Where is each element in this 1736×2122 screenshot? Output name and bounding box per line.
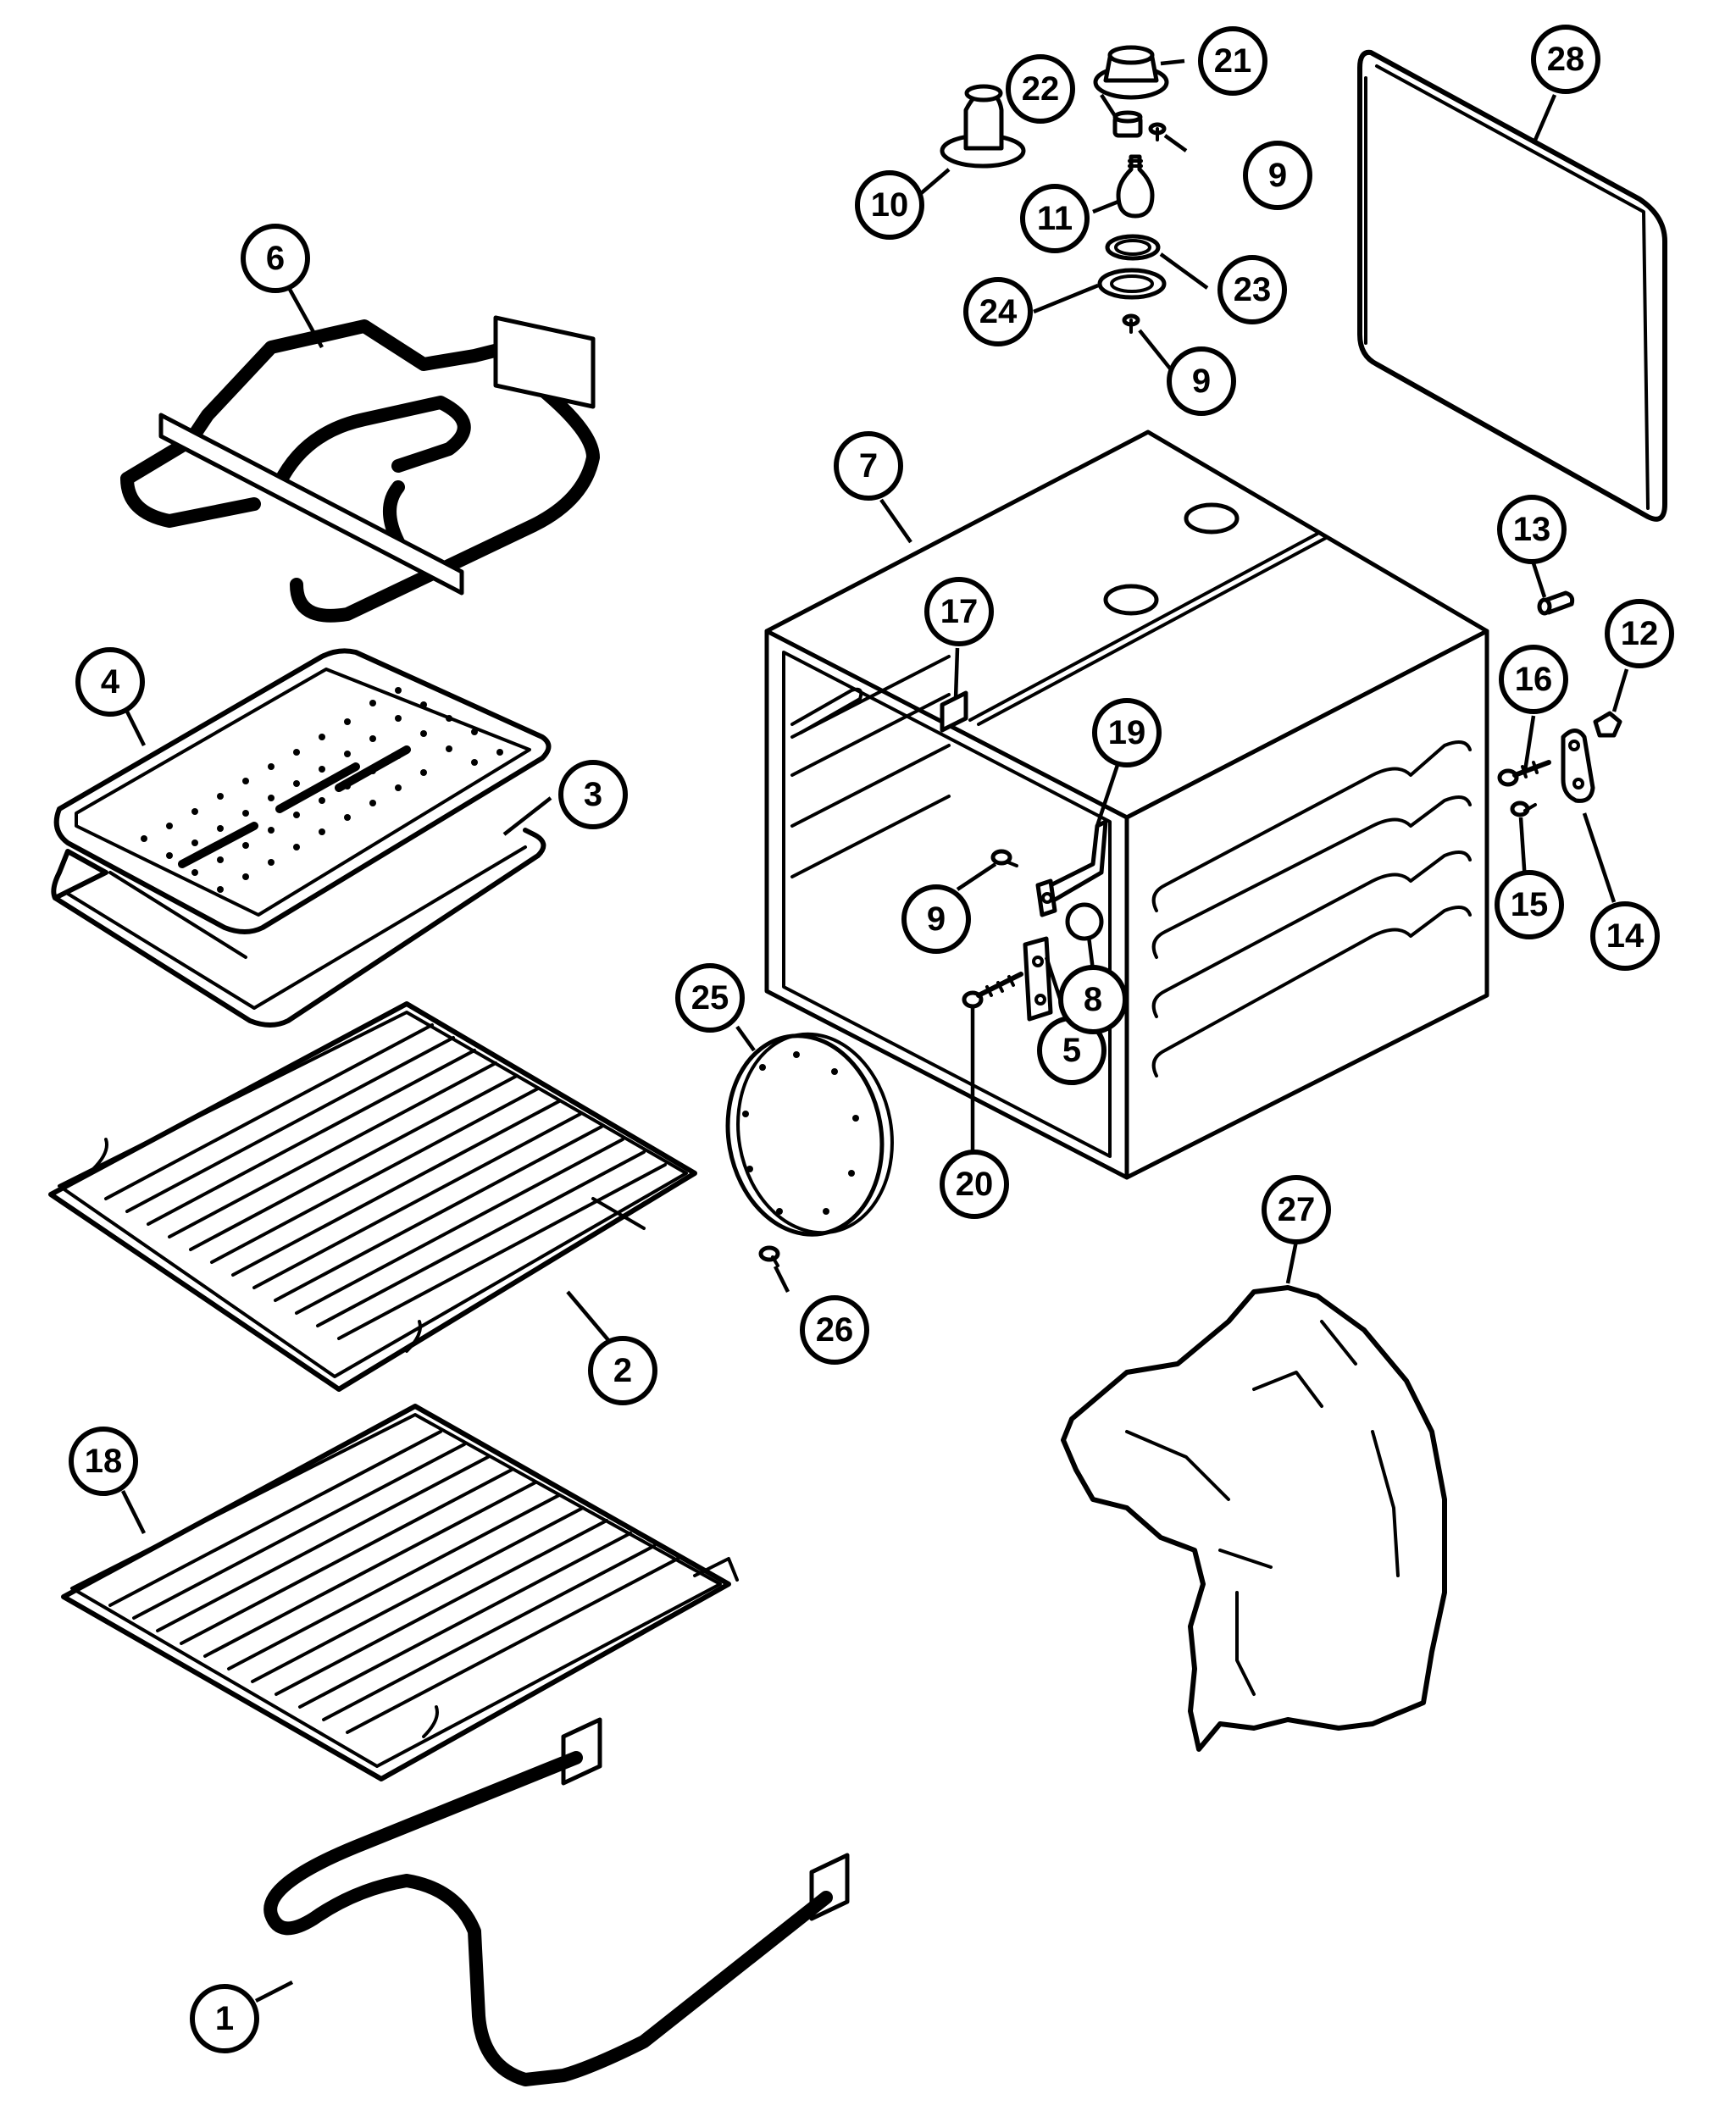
gasket-24-part: [1097, 268, 1167, 300]
callout-12: 12: [1605, 599, 1674, 668]
bracket-14-part: [1561, 729, 1595, 803]
vent-cover-part: [725, 1032, 894, 1237]
svg-text:28: 28: [1547, 41, 1585, 78]
svg-text:9: 9: [1192, 363, 1211, 400]
bracket-5-part: [1023, 936, 1053, 1022]
lamp-socket-part: [940, 84, 1026, 169]
oven-rack-2-part: [48, 1001, 697, 1392]
svg-text:9: 9: [1268, 157, 1287, 194]
callout-20: 20: [940, 1150, 1009, 1219]
svg-text:26: 26: [816, 1311, 854, 1349]
svg-text:8: 8: [1084, 981, 1102, 1018]
svg-text:7: 7: [859, 447, 878, 485]
svg-text:14: 14: [1606, 917, 1644, 955]
callout-1: 1: [190, 1984, 259, 2053]
svg-text:1: 1: [215, 2000, 234, 2037]
callout-28: 28: [1531, 25, 1600, 94]
svg-text:27: 27: [1278, 1191, 1316, 1228]
screw-9-top-part: [1148, 122, 1167, 141]
svg-text:2: 2: [613, 1352, 632, 1389]
svg-text:15: 15: [1511, 886, 1549, 923]
callout-19: 19: [1092, 698, 1162, 767]
screw-26-part: [758, 1245, 780, 1267]
svg-text:19: 19: [1108, 714, 1146, 751]
svg-text:23: 23: [1234, 271, 1272, 308]
light-bulb-part: [1116, 154, 1155, 219]
callout-8: 8: [1058, 965, 1128, 1034]
rack-18-bars: [108, 1430, 679, 1734]
gasket-23-part: [1105, 234, 1161, 261]
screw-20-part: [962, 972, 1023, 1009]
fastener-12-part: [1593, 711, 1622, 738]
svg-text:13: 13: [1513, 511, 1551, 548]
svg-text:5: 5: [1062, 1032, 1081, 1069]
callout-15: 15: [1495, 870, 1564, 939]
callout-25: 25: [675, 963, 745, 1033]
plug-8-part: [1065, 902, 1104, 941]
lens-retainer-part: [1112, 110, 1143, 138]
oven-rack-18-part: [61, 1404, 739, 1781]
callout-4: 4: [75, 647, 145, 717]
callout-23: 23: [1217, 255, 1287, 324]
svg-text:4: 4: [101, 663, 120, 701]
callout-17: 17: [924, 577, 994, 646]
clip-17-part: [940, 690, 968, 733]
bake-element-part: [263, 1717, 850, 2086]
bracket-19-part: [1035, 819, 1108, 917]
leader-lines: [120, 58, 1629, 2003]
rack-2-bars: [104, 1023, 667, 1340]
callout-26: 26: [800, 1295, 869, 1365]
svg-text:21: 21: [1214, 42, 1252, 80]
broiler-grid-part: [53, 648, 552, 934]
callout-7: 7: [834, 431, 903, 501]
insulation-blanket-27-part: [1061, 1285, 1447, 1752]
broil-element-part: [120, 315, 600, 623]
callout-10: 10: [855, 170, 924, 240]
callout-24: 24: [963, 277, 1033, 346]
oven-cavity-part: [764, 429, 1489, 1180]
callout-18: 18: [69, 1427, 138, 1496]
callout-13: 13: [1497, 495, 1567, 564]
svg-text:9: 9: [927, 900, 946, 938]
callout-27: 27: [1262, 1175, 1331, 1244]
callout-22: 22: [1006, 54, 1075, 124]
svg-text:12: 12: [1621, 615, 1659, 652]
svg-text:3: 3: [584, 776, 602, 813]
screw-9-lower-part: [1122, 313, 1140, 334]
callout-6: 6: [241, 224, 310, 293]
svg-text:16: 16: [1515, 661, 1553, 698]
svg-text:17: 17: [940, 593, 979, 630]
grid-perforations: [141, 687, 503, 893]
spacer-13-part: [1537, 590, 1575, 616]
callout-9-top: 9: [1243, 141, 1312, 210]
svg-text:11: 11: [1037, 200, 1073, 237]
insulation-pad-28-part: [1357, 49, 1667, 522]
callout-3: 3: [558, 760, 628, 829]
callout-21: 21: [1198, 26, 1267, 96]
svg-text:24: 24: [979, 293, 1018, 330]
svg-text:20: 20: [956, 1166, 994, 1203]
callout-9-middle: 9: [901, 884, 971, 954]
screw-15-part: [1510, 801, 1537, 817]
svg-text:6: 6: [266, 240, 285, 277]
lamp-receptacle-part: [1093, 45, 1169, 100]
screw-9-middle-part: [990, 849, 1018, 867]
svg-text:25: 25: [691, 979, 729, 1017]
svg-text:18: 18: [85, 1443, 123, 1480]
callout-9-lower: 9: [1167, 346, 1236, 416]
svg-text:22: 22: [1022, 70, 1060, 108]
callout-2: 2: [588, 1336, 657, 1405]
screw-16-part: [1497, 760, 1551, 787]
broiler-pan-part: [51, 828, 546, 1028]
callout-11: 11: [1020, 184, 1090, 253]
callout-14: 14: [1590, 901, 1660, 971]
callout-16: 16: [1499, 645, 1568, 714]
svg-text:10: 10: [871, 186, 909, 224]
